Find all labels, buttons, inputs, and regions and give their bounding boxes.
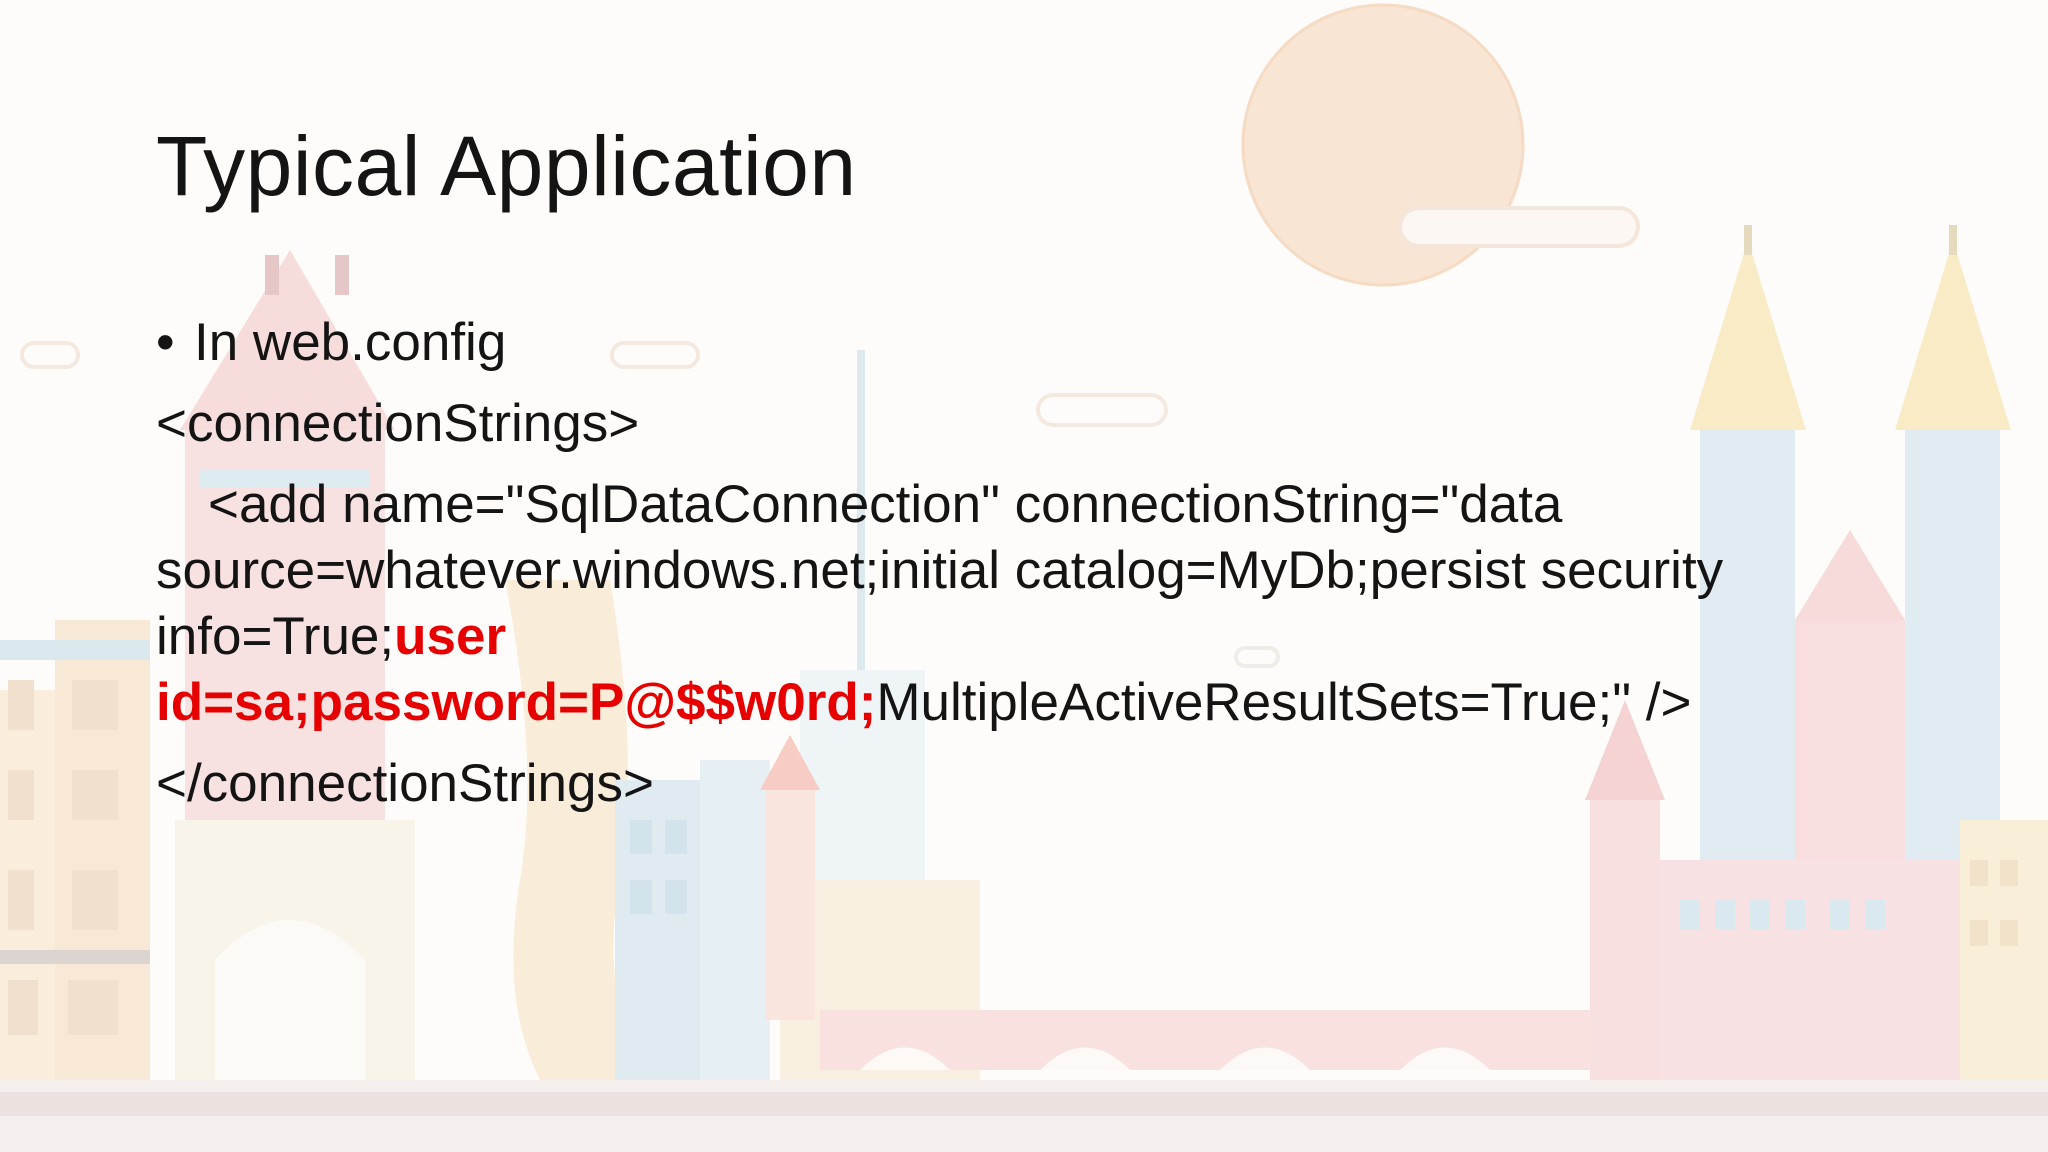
tower-roof-shape	[180, 250, 395, 430]
arch-shape	[215, 920, 365, 1080]
ground-shape	[0, 1092, 2048, 1116]
tower-shape	[265, 255, 279, 295]
building-shape	[0, 950, 150, 964]
bridge-shape	[820, 1010, 1620, 1070]
spire-shape	[857, 350, 865, 680]
bullet-item: • In web.config	[156, 310, 1996, 376]
building-shape	[700, 760, 770, 1080]
tower-roof-shape	[1585, 700, 1665, 800]
tower-roof-shape	[1795, 530, 1905, 620]
spire-shape	[1744, 225, 1752, 255]
code-highlight-text: id=sa;password=P@$$w0rd;	[156, 673, 877, 732]
bullet-text: In web.config	[194, 313, 507, 372]
code-plain-text: info=True;	[156, 607, 395, 666]
spire-shape	[1949, 225, 1957, 255]
tower-roof-shape	[760, 735, 820, 790]
building-shape	[800, 670, 925, 880]
building-shape	[765, 790, 815, 1020]
tower-roof-shape	[1690, 240, 1806, 430]
tower-roof-shape	[1895, 240, 2011, 430]
slide-title: Typical Application	[156, 119, 857, 213]
tower-shape	[335, 255, 349, 295]
code-open-tag: <connectionStrings>	[156, 394, 640, 453]
tower-shape	[200, 470, 370, 488]
code-highlight-text: user	[394, 607, 507, 666]
code-close-tag: </connectionStrings>	[156, 754, 654, 813]
cloud-shape	[1398, 206, 1640, 248]
code-add-element: <add name="SqlDataConnection" connection…	[156, 472, 1996, 736]
code-plain-text: MultipleActiveResultSets=True;" />	[876, 673, 1692, 732]
tower-shape	[1590, 800, 1660, 1080]
code-add-line: source=whatever.windows.net;initial cata…	[156, 541, 1724, 600]
building-shape	[505, 580, 640, 1080]
building-shape	[0, 640, 150, 660]
cloud-shape	[20, 341, 80, 369]
code-add-line: info=True;user	[156, 604, 1996, 670]
cloud-shape	[1036, 393, 1168, 427]
cloud-shape	[1234, 646, 1280, 668]
cloud-shape	[610, 341, 700, 369]
slide-body: • In web.config <connectionStrings> <add …	[156, 310, 1996, 832]
code-add-line: id=sa;password=P@$$w0rd;MultipleActiveRe…	[156, 670, 1996, 736]
code-add-line: <add name="SqlDataConnection" connection…	[208, 475, 1563, 534]
bullet-icon: •	[156, 313, 175, 372]
